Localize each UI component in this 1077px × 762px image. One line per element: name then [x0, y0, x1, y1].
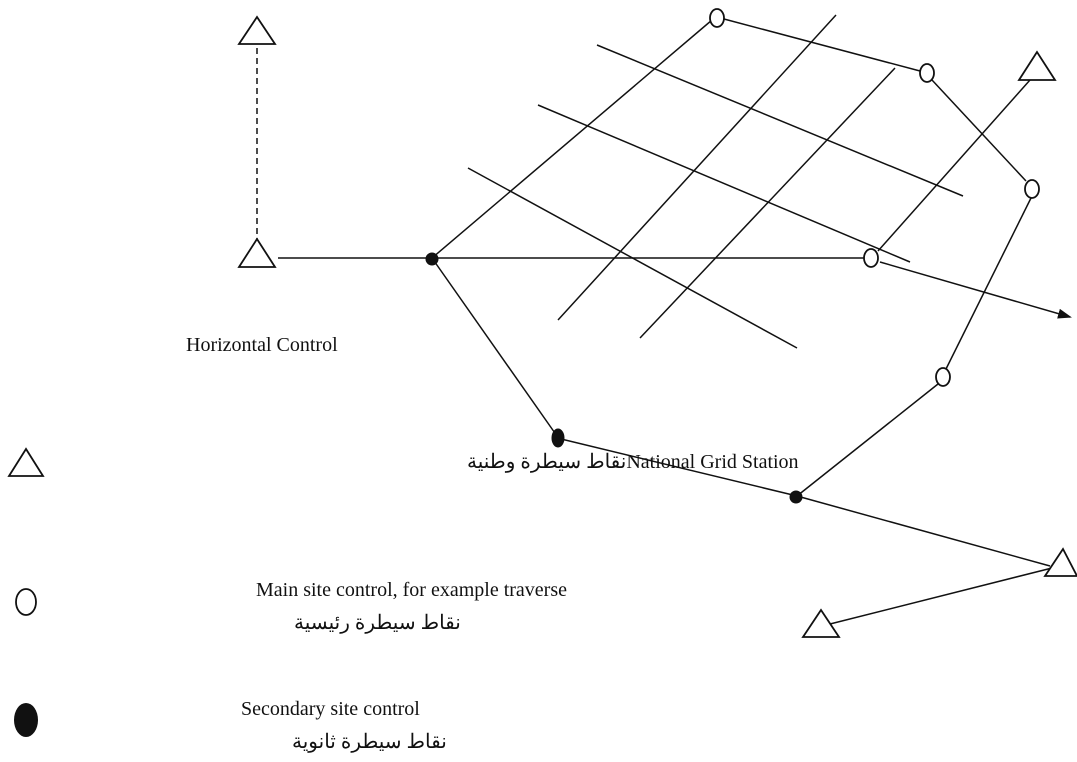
- grid-line: [557, 14, 837, 321]
- legend-main-site-control-label-en: Main site control, for example traverse: [256, 579, 567, 601]
- filled-circle-icon: [789, 490, 803, 504]
- traverse-leg: [723, 18, 921, 72]
- survey-lines: [256, 18, 1072, 625]
- legend-secondary-site-control-label-en: Secondary site control: [241, 698, 420, 720]
- hollow-circle-icon: [935, 367, 951, 387]
- arrow-line: [879, 261, 1072, 319]
- traverse-leg: [931, 79, 1027, 182]
- triangle-icon: [7, 447, 45, 477]
- traverse-leg: [431, 257, 558, 437]
- legend-national-grid-station: نقاط سيطرة وطنيةNational Grid Station: [467, 451, 799, 473]
- hollow-circle-icon: [863, 248, 879, 268]
- traverse-leg: [877, 79, 1031, 252]
- traverse-leg: [556, 437, 798, 497]
- filled-circle-icon: [425, 252, 439, 266]
- traverse-leg: [829, 567, 1053, 625]
- triangle-icon: [237, 15, 277, 45]
- legend-secondary-site-control-label-ar: نقاط سيطرة ثانوية: [292, 731, 447, 753]
- legend-main-site-control-label-ar: نقاط سيطرة رئيسية: [294, 612, 461, 634]
- national-grid-stations: [237, 15, 1077, 638]
- triangle-icon: [1043, 547, 1077, 577]
- filled-circle-icon: [14, 703, 38, 737]
- traverse-leg: [945, 197, 1032, 370]
- grid-line: [596, 44, 964, 197]
- traverse-leg: [431, 19, 713, 259]
- hollow-circle-icon: [15, 588, 37, 616]
- traverse-leg: [796, 383, 939, 497]
- grid-line: [537, 104, 911, 263]
- traverse-leg: [796, 495, 1051, 567]
- triangle-icon: [1017, 50, 1057, 81]
- hollow-circle-icon: [709, 8, 725, 28]
- diagram-title: Horizontal Control: [186, 334, 338, 356]
- grid-lines: [467, 14, 964, 349]
- triangle-icon: [801, 608, 841, 638]
- triangle-icon: [237, 237, 277, 268]
- legend-national-label-ar: نقاط سيطرة وطنية: [467, 451, 627, 473]
- hollow-circle-icon: [1024, 179, 1040, 199]
- grid-line: [639, 67, 896, 339]
- legend-national-label-en: National Grid Station: [626, 451, 799, 473]
- filled-circle-icon: [551, 428, 565, 448]
- hollow-circle-icon: [919, 63, 935, 83]
- legend-symbols: [7, 447, 45, 737]
- secondary-site-control-points: [425, 252, 803, 504]
- main-site-control-points: [709, 8, 1040, 387]
